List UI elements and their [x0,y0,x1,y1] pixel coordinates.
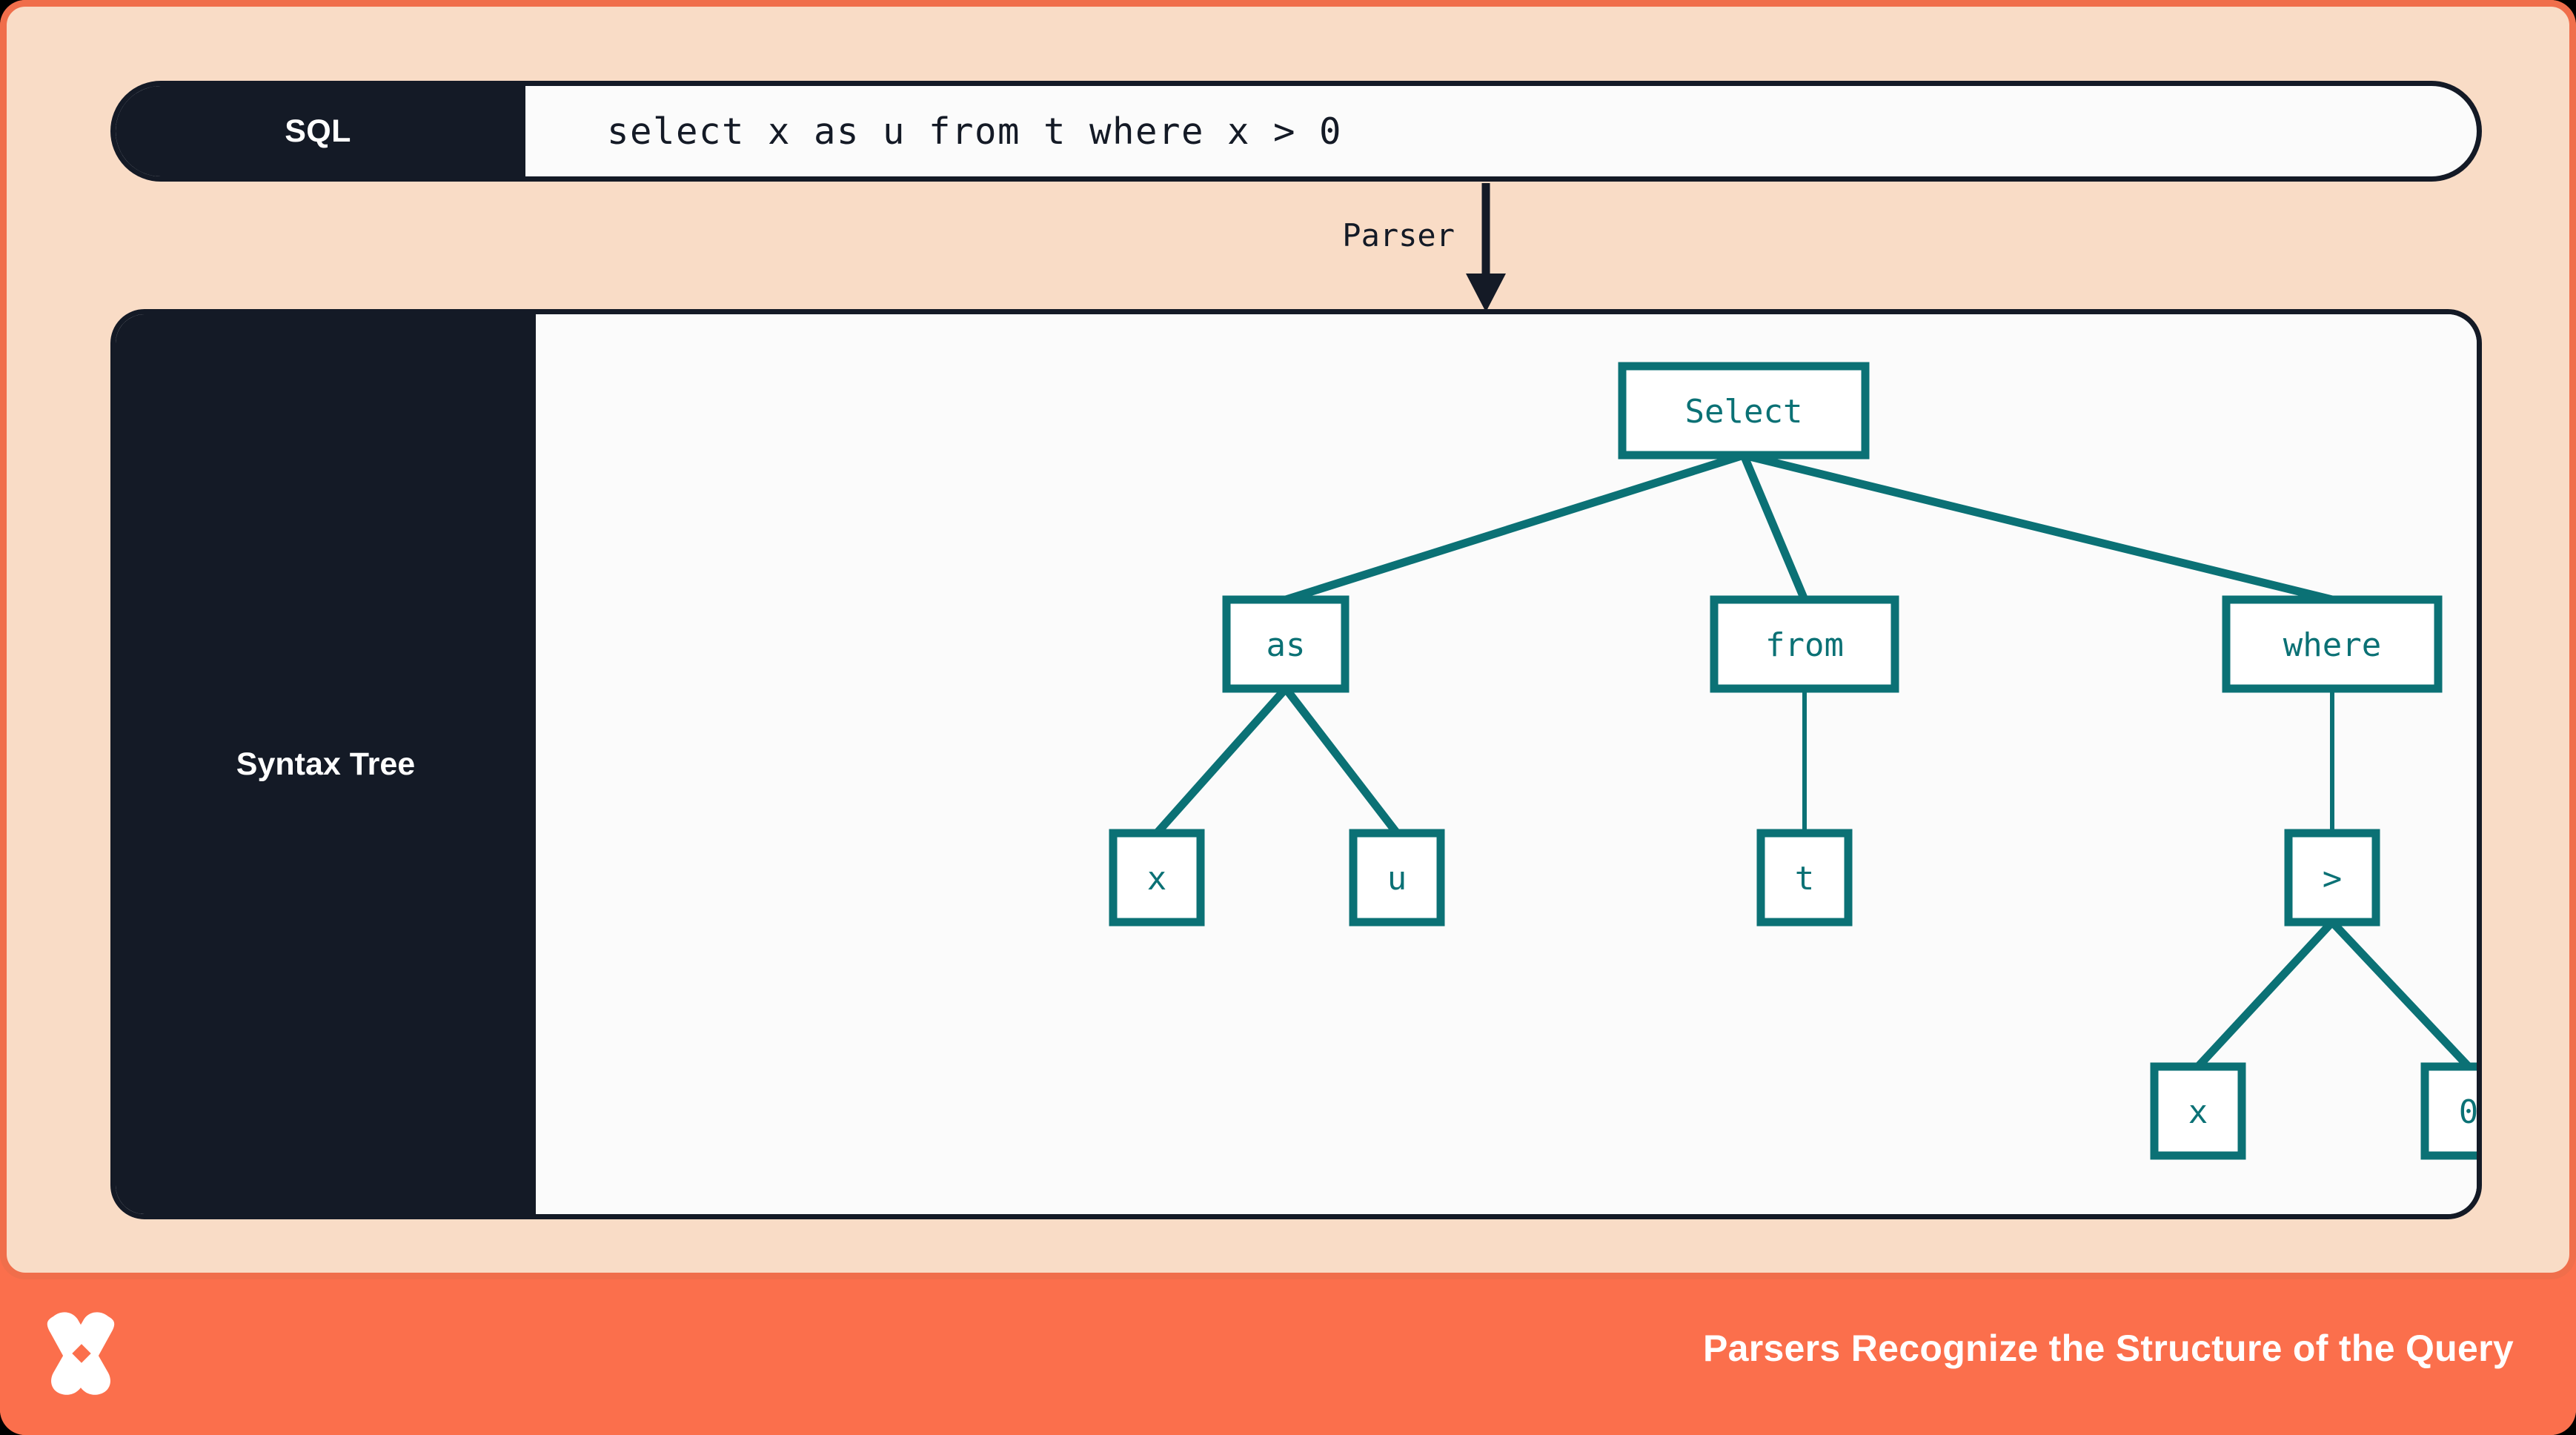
syntax-tree-panel: Syntax Tree Select as from where x u t > x 0 [110,309,2482,1219]
tree-node-box [1222,595,1350,693]
syntax-tree-canvas: Select as from where x u t > x 0 [536,314,2477,1214]
tree-node-box [1109,829,1205,927]
parser-label: Parser [1342,217,1455,253]
x-mark-logo [47,1312,115,1395]
tree-node[interactable]: u [1349,829,1445,927]
tree-node[interactable]: Select [1618,362,1870,460]
content-card: SQL select x as u from t where x > 0 Par… [0,0,2576,1279]
tree-node-box [1756,829,1853,927]
syntax-tree-graph: Select as from where x u t > x 0 [1109,362,2477,1160]
tree-node-label: u [1387,860,1407,898]
tree-edge [1153,686,1289,836]
sql-query-text[interactable]: select x as u from t where x > 0 [607,110,1343,153]
tree-node-label: x [1147,860,1167,898]
tree-node-label: > [2323,860,2343,898]
tree-node[interactable]: 0 [2420,1062,2477,1160]
tree-node[interactable]: as [1222,595,1350,693]
sql-input-row[interactable]: SQL select x as u from t where x > 0 [110,81,2482,182]
tree-node-label: from [1765,626,1844,664]
tree-node[interactable]: where [2222,595,2443,693]
tree-node-box [1618,362,1870,460]
tree-edge [1284,451,1745,604]
tree-node[interactable]: t [1756,829,1853,927]
tree-node-label: as [1267,626,1306,664]
tree-node-box [2420,1062,2477,1160]
tree-edge [2194,919,2336,1070]
tree-edge [2328,919,2472,1070]
tree-node-box [2150,1062,2246,1160]
tree-node[interactable]: > [2284,829,2380,927]
tree-node-box [2284,829,2380,927]
tree-node-box [1710,595,1899,693]
tree-node-label: where [2283,626,2381,664]
tree-node-label: t [1795,860,1815,898]
tree-node-box [2222,595,2443,693]
arrow-down-icon [1466,183,1506,312]
syntax-tree-label: Syntax Tree [116,314,536,1214]
tree-node-box [1349,829,1445,927]
tree-edge [1739,453,1809,602]
parser-transform: Parser [1296,183,1682,314]
tree-node[interactable]: x [1109,829,1205,927]
tree-node-label: 0 [2459,1093,2477,1131]
tree-node-label: Select [1685,393,1803,431]
tree-node-label: x [2188,1093,2208,1131]
tree-edge [1742,451,2334,604]
tree-node[interactable]: from [1710,595,1899,693]
tree-edge [1282,686,1401,836]
footer-bar: Parsers Recognize the Structure of the Q… [0,1279,2576,1435]
tree-node[interactable]: x [2150,1062,2246,1160]
footer-caption: Parsers Recognize the Structure of the Q… [1702,1328,2514,1369]
sql-row-label: SQL [116,86,525,176]
